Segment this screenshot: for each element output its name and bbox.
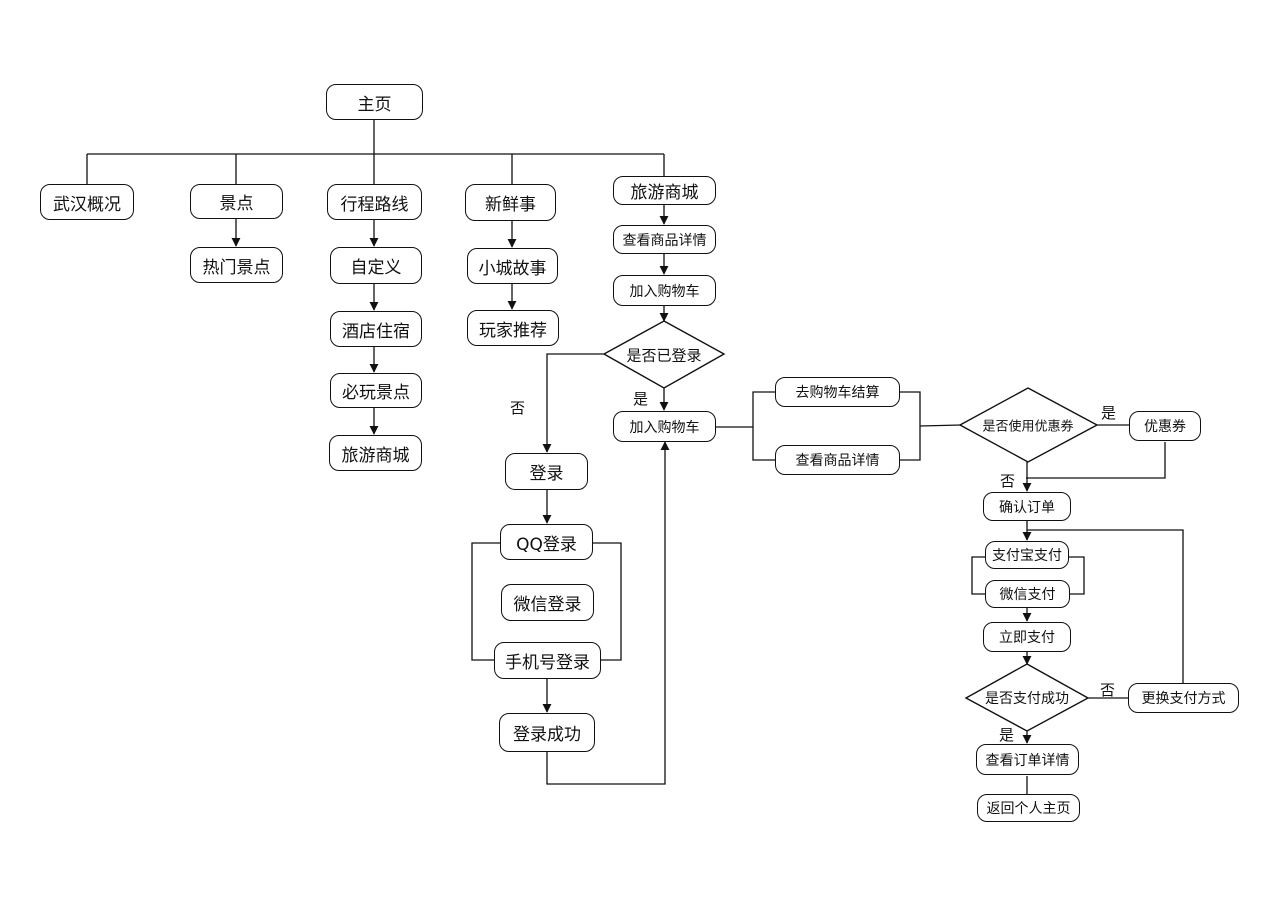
- to-coupon-question: [919, 424, 962, 427]
- cart-bracket-left: [752, 391, 775, 461]
- home-node: 主页: [326, 84, 423, 120]
- town-story-node: 小城故事: [467, 248, 558, 284]
- yes-login-label: 是: [633, 390, 649, 408]
- route-mall-node: 旅游商城: [329, 435, 422, 471]
- confirm-order-node: 确认订单: [983, 492, 1071, 521]
- checkout-node: 去购物车结算: [775, 377, 900, 407]
- alipay-node: 支付宝支付: [985, 541, 1069, 569]
- pay-now-node: 立即支付: [983, 622, 1071, 652]
- view-detail-2-node: 查看商品详情: [775, 445, 900, 475]
- overview-node: 武汉概况: [40, 184, 134, 220]
- wechat-pay-node: 微信支付: [985, 580, 1070, 608]
- player-rec-node: 玩家推荐: [467, 310, 559, 346]
- mall-node: 旅游商城: [613, 176, 716, 205]
- login-success-node: 登录成功: [499, 713, 595, 752]
- route-node: 行程路线: [327, 184, 422, 220]
- login-bracket-right: [593, 542, 622, 661]
- view-order-node: 查看订单详情: [976, 744, 1079, 775]
- cart-bracket-right: [900, 391, 921, 461]
- no-login-label: 否: [510, 399, 526, 417]
- pay-question-text: 是否支付成功: [985, 691, 1069, 707]
- view-detail-node: 查看商品详情: [613, 225, 716, 254]
- yes-coupon-label: 是: [1101, 404, 1117, 422]
- coupon-question-text: 是否使用优惠券: [982, 419, 1074, 435]
- add-cart-node: 加入购物车: [613, 275, 716, 306]
- add-cart-2-node: 加入购物车: [613, 411, 716, 442]
- change-pay-return: [1027, 529, 1184, 683]
- pay-decision-diamond: [964, 663, 1090, 732]
- phone-login-node: 手机号登录: [494, 642, 601, 679]
- custom-node: 自定义: [330, 247, 422, 284]
- hotel-node: 酒店住宿: [330, 311, 422, 347]
- no-pay-label: 否: [1100, 681, 1116, 699]
- login-bracket-left: [471, 542, 500, 661]
- coupon-decision-diamond: [958, 387, 1099, 463]
- arrow-question-no: [542, 353, 604, 453]
- must-play-node: 必玩景点: [330, 373, 422, 408]
- coupon-node: 优惠券: [1129, 411, 1201, 441]
- change-pay-node: 更换支付方式: [1128, 683, 1239, 713]
- pay-bracket-right: [1069, 556, 1085, 595]
- coupon-return-line: [1026, 442, 1166, 479]
- logged-in-decision-diamond: [602, 320, 726, 389]
- hot-scenic-node: 热门景点: [190, 247, 283, 283]
- wechat-login-node: 微信登录: [501, 584, 594, 621]
- scenic-node: 景点: [190, 184, 283, 219]
- no-coupon-label: 否: [1000, 472, 1016, 490]
- back-home-node: 返回个人主页: [977, 794, 1080, 822]
- qq-login-node: QQ登录: [500, 524, 593, 560]
- arrow-success-cart: [546, 441, 670, 785]
- login-node: 登录: [505, 453, 588, 490]
- yes-pay-label: 是: [999, 726, 1015, 744]
- news-node: 新鲜事: [465, 184, 556, 221]
- logged-in-question-text: 是否已登录: [626, 346, 702, 365]
- pay-bracket-left: [971, 556, 985, 595]
